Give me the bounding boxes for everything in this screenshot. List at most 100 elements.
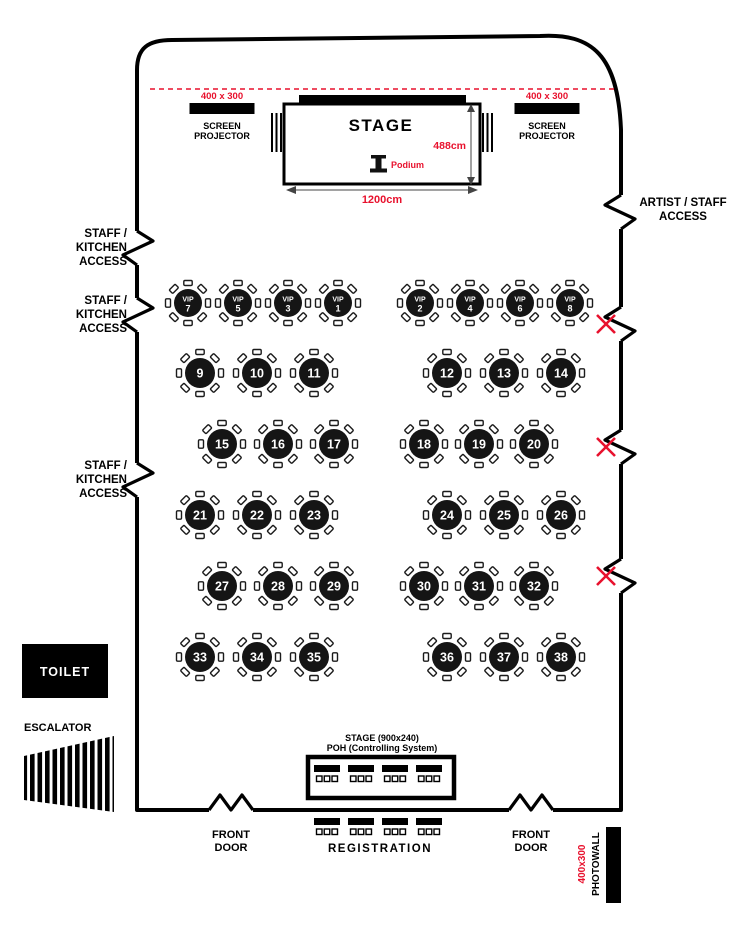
- chair-icon: [541, 637, 552, 648]
- table-11: 11: [289, 348, 339, 398]
- chair-icon: [343, 424, 354, 435]
- chair-icon: [314, 595, 325, 606]
- chair-icon: [347, 283, 358, 294]
- podium-label: Podium: [391, 160, 424, 170]
- table-28: 28: [253, 561, 303, 611]
- chair-icon: [233, 319, 243, 327]
- chair-icon: [541, 382, 552, 393]
- table-circle: [263, 429, 293, 459]
- chair-icon: [349, 775, 357, 783]
- chair-icon: [422, 368, 430, 378]
- table-37: 37: [479, 632, 529, 682]
- chair-icon: [315, 828, 323, 836]
- table-25: 25: [479, 490, 529, 540]
- chair-icon: [197, 312, 208, 323]
- desk-table: [314, 765, 340, 772]
- table-label: 29: [327, 580, 341, 594]
- chair-icon: [365, 828, 373, 836]
- table-16: 16: [253, 419, 303, 469]
- chair-icon: [441, 581, 449, 591]
- chair-icon: [314, 453, 325, 464]
- chair-icon: [357, 828, 365, 836]
- chair-icon: [450, 283, 461, 294]
- chair-icon: [579, 283, 590, 294]
- access-label-line: STAFF /: [84, 295, 127, 307]
- chair-icon: [273, 603, 283, 611]
- chair-icon: [484, 382, 495, 393]
- chair-icon: [456, 353, 467, 364]
- front-door-line: FRONT: [212, 829, 250, 841]
- chair-icon: [309, 490, 319, 498]
- chair-icon: [252, 532, 262, 540]
- chair-icon: [433, 453, 444, 464]
- chair-icon: [217, 561, 227, 569]
- chair-icon: [400, 312, 411, 323]
- chair-icon: [180, 353, 191, 364]
- desk-icon: [416, 818, 442, 836]
- chair-icon: [479, 312, 490, 323]
- chair-icon: [237, 637, 248, 648]
- table-label: 32: [527, 580, 541, 594]
- table-circle: [456, 289, 484, 317]
- chair-icon: [289, 652, 297, 662]
- chair-icon: [579, 312, 590, 323]
- chair-icon: [442, 390, 452, 398]
- table-label: 3: [285, 304, 290, 314]
- chair-icon: [513, 666, 524, 677]
- stage-curtain-right: [482, 113, 493, 152]
- chair-icon: [233, 279, 243, 287]
- chair-icon: [195, 674, 205, 682]
- chair-icon: [329, 603, 339, 611]
- desk-icon: [382, 818, 408, 836]
- chair-icon: [283, 279, 293, 287]
- front-door-line: DOOR: [215, 842, 248, 854]
- chair-icon: [231, 424, 242, 435]
- chair-icon: [252, 490, 262, 498]
- chair-icon: [529, 561, 539, 569]
- desk-table: [416, 765, 442, 772]
- table-circle: [299, 642, 329, 672]
- chair-icon: [331, 828, 339, 836]
- chair-icon: [391, 828, 399, 836]
- table-label: 10: [250, 367, 264, 381]
- chair-icon: [357, 775, 365, 783]
- table-circle: [409, 571, 439, 601]
- table-13: 13: [479, 348, 529, 398]
- chair-icon: [550, 283, 561, 294]
- chair-icon: [442, 674, 452, 682]
- stage-backdrop-bar: [299, 95, 466, 106]
- chair-icon: [343, 595, 354, 606]
- table-label: 5: [235, 304, 240, 314]
- table-27: 27: [197, 561, 247, 611]
- table-18: 18: [399, 419, 449, 469]
- toilet-label: TOILET: [40, 665, 90, 679]
- chair-icon: [499, 532, 509, 540]
- table-label: 21: [193, 509, 207, 523]
- chair-icon: [474, 419, 484, 427]
- chair-icon: [433, 595, 444, 606]
- table-26: 26: [536, 490, 586, 540]
- access-label-line: ACCESS: [79, 323, 127, 335]
- chair-icon: [195, 532, 205, 540]
- chair-icon: [541, 495, 552, 506]
- desk-icon: [416, 765, 442, 783]
- access-label-line: ACCESS: [79, 488, 127, 500]
- projector-label-line1: SCREEN: [528, 121, 566, 131]
- projector-size-label: 400 x 300: [201, 91, 243, 102]
- chair-icon: [309, 632, 319, 640]
- chair-icon: [294, 382, 305, 393]
- table-24: 24: [422, 490, 472, 540]
- chair-icon: [231, 595, 242, 606]
- chair-icon: [237, 495, 248, 506]
- chair-icon: [556, 390, 566, 398]
- chair-icon: [239, 439, 247, 449]
- table-34: 34: [232, 632, 282, 682]
- chair-icon: [565, 319, 575, 327]
- chair-icon: [529, 283, 540, 294]
- chair-icon: [175, 368, 183, 378]
- chair-icon: [570, 637, 581, 648]
